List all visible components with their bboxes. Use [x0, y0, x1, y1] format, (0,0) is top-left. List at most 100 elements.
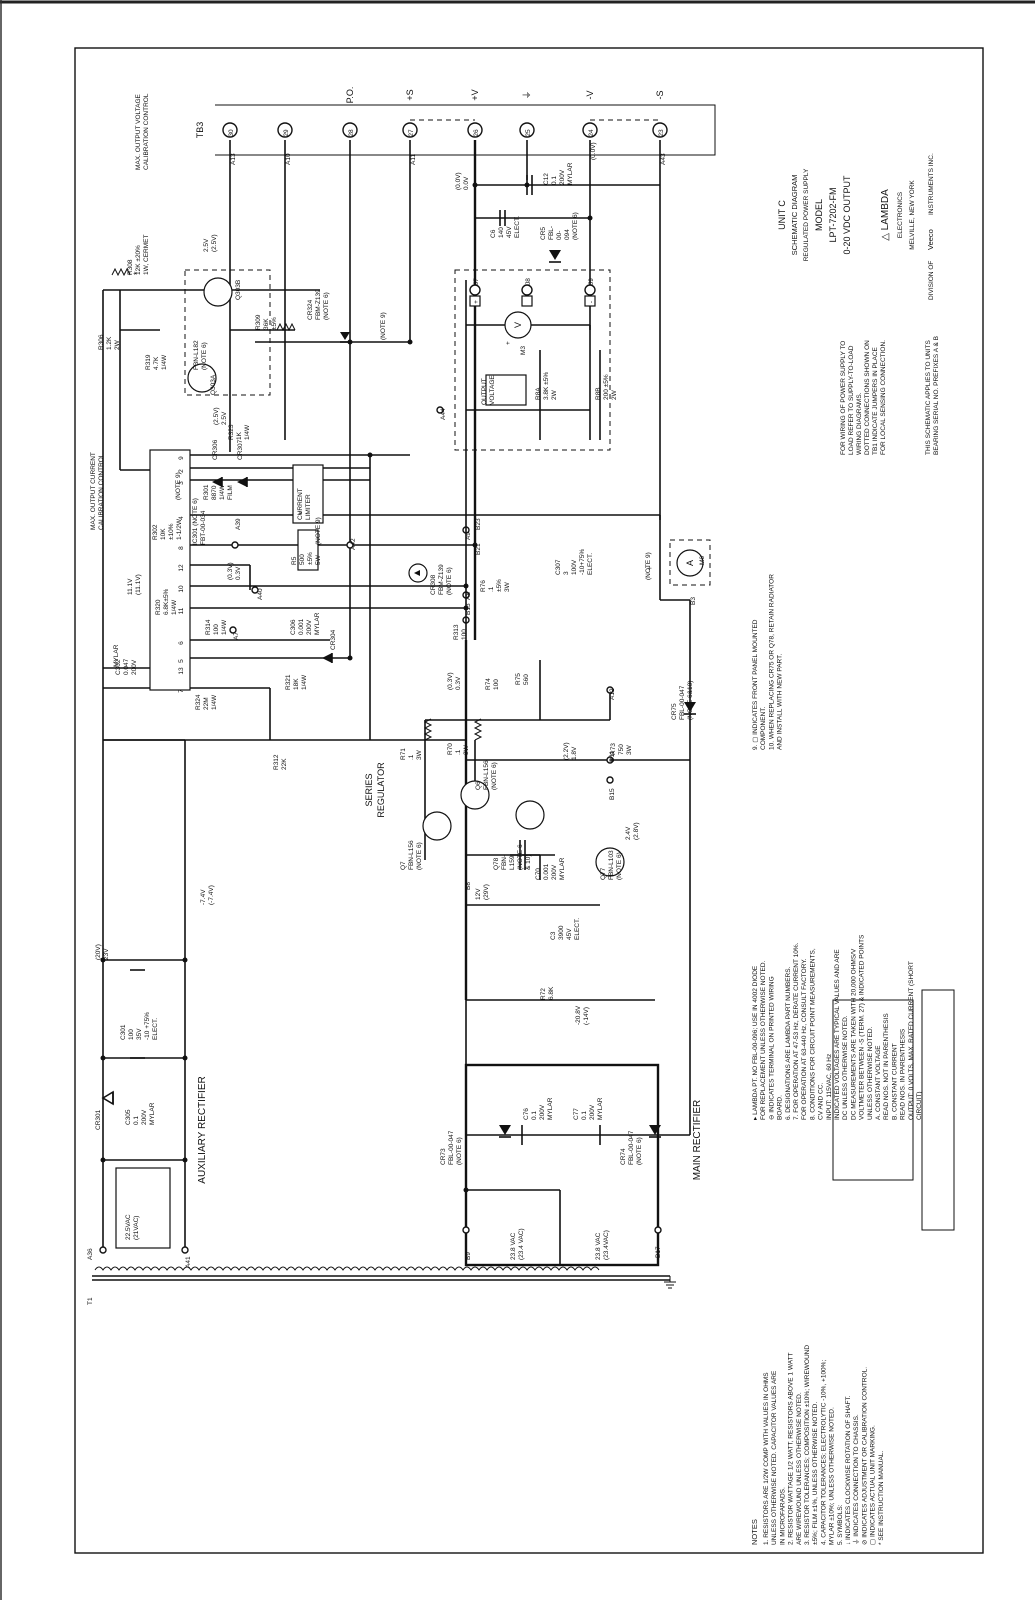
label-q78-line: (NOTE 6: [517, 844, 524, 870]
ic301-pin: 12: [178, 564, 185, 572]
label-a12: A12: [609, 688, 616, 700]
label-a9: A9: [465, 532, 472, 540]
label-r73-line: 750: [618, 744, 625, 755]
label-cr75-line: (NOTE 6&10): [687, 681, 694, 720]
label-a8: A8: [465, 592, 472, 600]
label-r8b-line: 2W: [611, 389, 618, 400]
label-c301-line: C301: [120, 1024, 127, 1040]
label-r70-line: .1: [455, 749, 462, 755]
label-output_voltage-line: VOLTAGE: [489, 375, 496, 405]
label-c3-line: 3900: [558, 925, 565, 940]
label-c70-line: 200V: [551, 864, 558, 880]
note-line: * SEE INSTRUCTION MANUAL.: [878, 1451, 885, 1545]
label-cr5-line: 094: [564, 229, 571, 240]
label-a42: A42: [350, 538, 357, 550]
label-r321-line: 1/4W: [301, 674, 308, 690]
note-line: IN MICROFARADS.: [779, 1487, 786, 1545]
label-v_neg74-line: -7.4V: [200, 889, 207, 905]
label-cr5-line: FBL-: [548, 226, 555, 240]
label-r76-line: .1: [488, 586, 495, 592]
note-line: DC UNLESS OTHERWISE NOTED.: [842, 1015, 849, 1120]
label-c301-line: ELECT.: [152, 1018, 159, 1040]
label-r324-line: 1/4W: [211, 694, 218, 710]
rail-label: +S: [405, 89, 415, 100]
label-a10: A10: [285, 153, 292, 165]
label-r324-line: R324: [195, 694, 202, 710]
label-c6-line: C6: [490, 229, 497, 238]
label-c307-line: 100V: [571, 559, 578, 575]
label-v_c6-line: 0.0V: [463, 176, 470, 190]
title-line2: REGULATED POWER SUPPLY: [803, 168, 810, 261]
r302-asterisk: *: [297, 511, 307, 515]
label-q78-line: FBN-: [501, 855, 508, 870]
label-r320-line: 1/4W: [171, 599, 178, 615]
label-v_aux-line: 23V: [103, 948, 110, 960]
note-line: CV AND CC.: [818, 1083, 825, 1120]
note-line: BOARD.: [777, 1095, 784, 1120]
title-division-tail: INSTRUMENTS INC.: [928, 153, 935, 215]
label-c12-line: MYLAR: [567, 162, 574, 185]
tb3-terminal-number: 30: [228, 129, 235, 137]
rail-label: P.O.: [345, 87, 355, 104]
note-line: OUTPUT: 0 VOLTS, MAX. RATED CURRENT (SHO…: [908, 961, 915, 1120]
label-c76-line: MYLAR: [547, 1097, 554, 1120]
ic301-pin: 9: [178, 456, 185, 460]
label-c305-line: MYLAR: [149, 1102, 156, 1125]
label-a7: A7: [233, 632, 240, 640]
note-line: 3. RESISTOR TOLERANCES; COMPOSITION ±10%…: [804, 1345, 811, 1545]
label-v_aux-line: (20V): [95, 944, 102, 960]
label-note9-m6: (NOTE 9): [645, 552, 652, 580]
label-c306-line: 200V: [306, 619, 313, 635]
ic301-pin: 3: [178, 481, 185, 485]
ic301-pin: 8: [178, 546, 185, 550]
note-line: ▢ INDICATES ACTUAL UNIT MARKING.: [870, 1425, 877, 1545]
ic301-pin: 5: [178, 659, 185, 663]
label-q78-line: Q78: [493, 857, 500, 870]
label-q77-line: Q77: [600, 867, 607, 880]
label-v_neg74-line: (-7.4V): [208, 885, 215, 905]
label-series: SERIES: [364, 773, 374, 806]
note-line: UNLESS OTHERWISE NOTED.: [867, 1026, 874, 1120]
label-r75-line: R75: [515, 673, 522, 685]
label-v_r301-line: (2.5V): [213, 407, 220, 425]
note-line: B. CONSTANT CURRENT: [891, 1043, 898, 1120]
label-ic301-line: IC301 (NOTE 6): [192, 498, 199, 545]
note-line: 8. CONDITIONS FOR CIRCUIT POINT MEASUREM…: [809, 948, 816, 1120]
note-line: 1. RESISTORS ARE 1/2W COMP WITH VALUES I…: [763, 1372, 770, 1545]
label-current_limiter-line: LIMITER: [305, 494, 312, 520]
note-line: 7. FOR OPERATION AT 47-53 Hz, DERATE CUR…: [793, 942, 800, 1120]
note-line: INDICATED VOLTAGES ARE TYPICAL VALUES AN…: [834, 949, 841, 1120]
ammeter-m6: [659, 515, 711, 601]
tb3-terminal: [467, 122, 483, 138]
label-r71-line: .1: [408, 754, 415, 760]
label-r319-line: R319: [145, 354, 152, 370]
note-line: ⏚ INDICATES CONNECTION TO CHASSIS.: [852, 1414, 860, 1545]
tb3-terminal-number: 24: [588, 129, 595, 137]
label-r8b-line: R8B: [595, 387, 602, 400]
label-r70-line: R70: [447, 743, 454, 755]
label-main-rectifier: MAIN RECTIFIER: [692, 1100, 703, 1181]
label-cr5-line: CR5: [540, 227, 547, 240]
label-b15: B15: [609, 788, 616, 800]
label-q77-line: FBN-L103: [608, 850, 615, 880]
label-q77-line: (NOTE 6): [616, 852, 623, 880]
tb3-terminal-number: 23: [658, 129, 665, 137]
label-c12-line: 200V: [559, 169, 566, 185]
control-circuit: [102, 289, 660, 741]
label-c307-line: -10+75%: [579, 549, 586, 575]
label-r308-line: 1W, CERMET: [143, 235, 150, 275]
note-line: INPUT: 115VAC, 60 Hz: [826, 1054, 833, 1120]
note-line: AND INSTALL WITH NEW PART.: [777, 654, 784, 750]
label-c77-line: 0.1: [581, 1111, 588, 1120]
note-line: DC MEASUREMENTS ARE TAKEN WITH 20,000 OH…: [850, 948, 857, 1120]
label-r308-line: 12K ±20%: [135, 245, 142, 275]
label-r301-line: FILM: [227, 485, 234, 500]
serial-note-line: THIS SCHEMATIC APPLIES TO UNITS: [925, 339, 932, 455]
rail-label: ⏚: [522, 90, 532, 99]
ic301-pin: 13: [178, 667, 185, 675]
label-c77-line: MYLAR: [597, 1097, 604, 1120]
label-q6-line: (NOTE 6): [491, 762, 498, 790]
rail-label: +V: [470, 89, 480, 100]
label-c6-line: 140: [498, 227, 505, 238]
